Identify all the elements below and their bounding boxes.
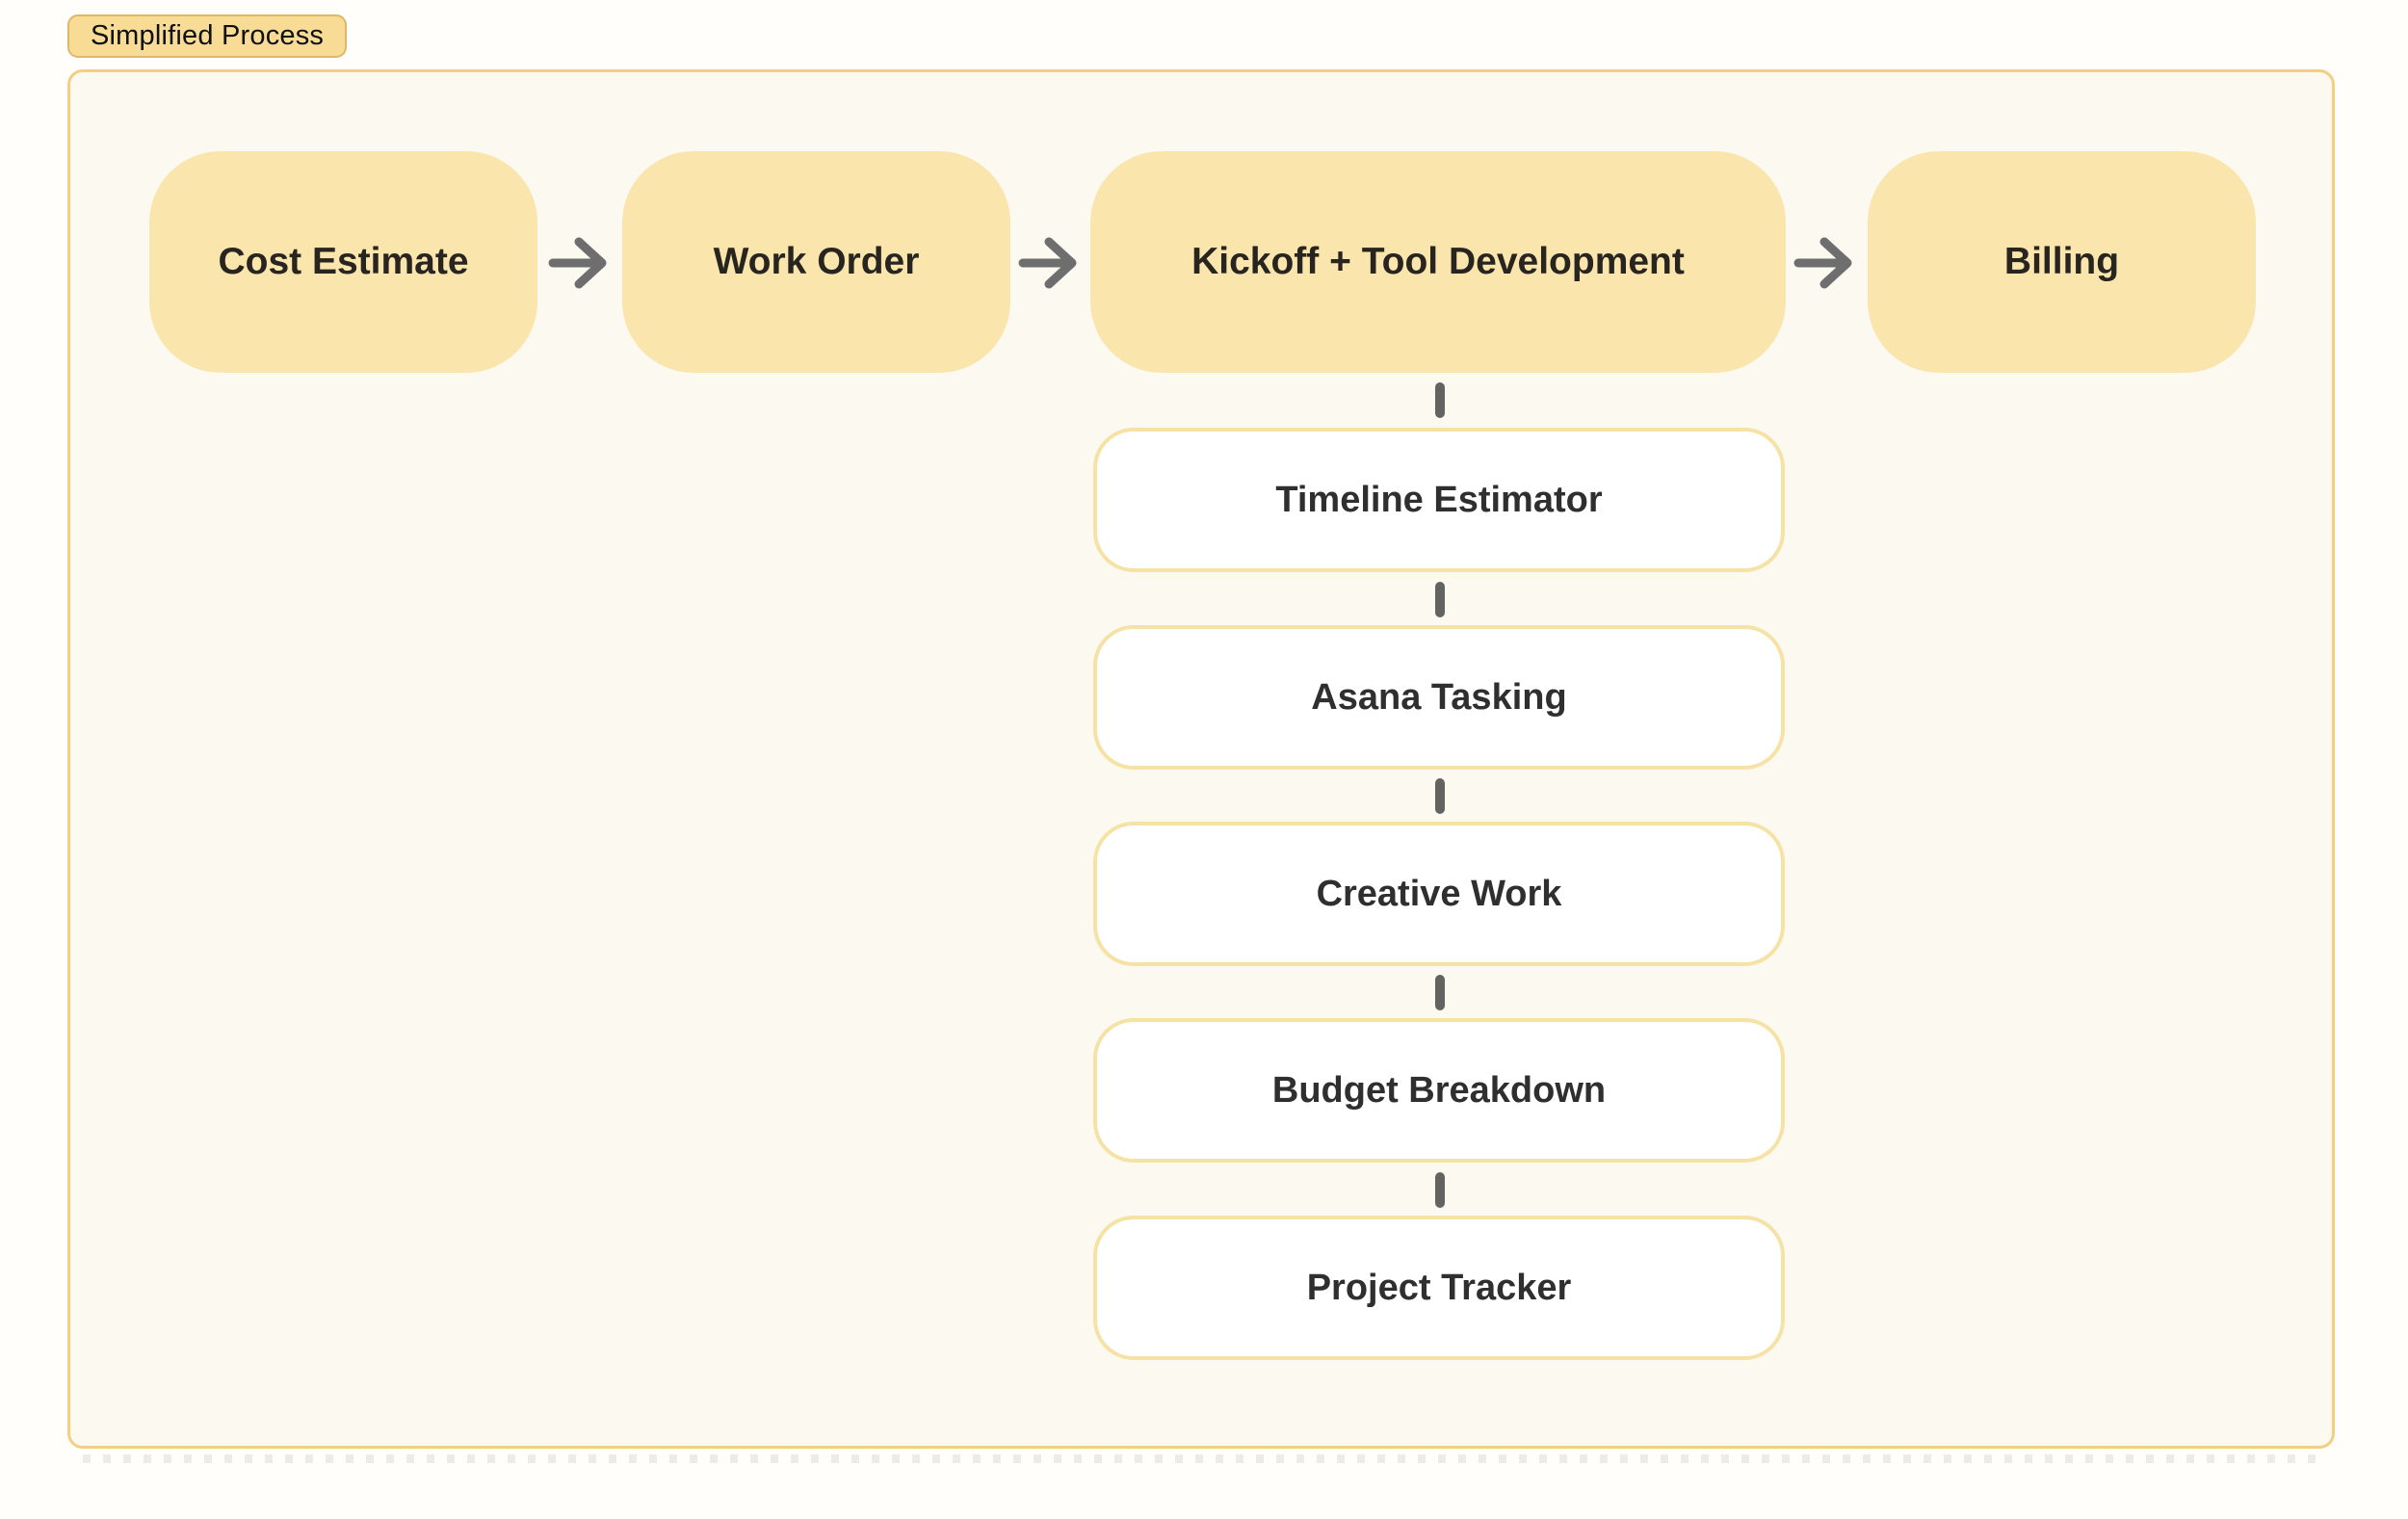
- stage-node-billing[interactable]: Billing: [1868, 151, 2256, 373]
- vertical-dash-connector[interactable]: [1435, 1172, 1445, 1208]
- flow-arrow-2[interactable]: [1018, 233, 1082, 293]
- substep-label: Asana Tasking: [1311, 676, 1567, 718]
- substep-label: Project Tracker: [1306, 1267, 1572, 1308]
- stage-label: Cost Estimate: [218, 241, 469, 282]
- stage-node-cost-estimate[interactable]: Cost Estimate: [149, 151, 537, 373]
- vertical-dash-connector[interactable]: [1435, 582, 1445, 617]
- substep-node-budget-breakdown[interactable]: Budget Breakdown: [1093, 1018, 1785, 1163]
- substep-node-creative-work[interactable]: Creative Work: [1093, 822, 1785, 966]
- substep-label: Creative Work: [1316, 873, 1562, 914]
- substep-node-asana-tasking[interactable]: Asana Tasking: [1093, 625, 1785, 770]
- stage-node-work-order[interactable]: Work Order: [622, 151, 1010, 373]
- substep-node-timeline-estimator[interactable]: Timeline Estimator: [1093, 428, 1785, 572]
- group-label-badge[interactable]: Simplified Process: [67, 14, 348, 58]
- vertical-dash-connector[interactable]: [1435, 382, 1445, 418]
- arrow-right-icon: [548, 237, 607, 289]
- substep-label: Timeline Estimator: [1275, 479, 1603, 520]
- stage-node-kickoff-tool-development[interactable]: Kickoff + Tool Development: [1090, 151, 1786, 373]
- stage-label: Billing: [2003, 241, 2120, 282]
- group-label-text: Simplified Process: [91, 20, 325, 51]
- arrow-right-icon: [1018, 237, 1077, 289]
- flow-arrow-1[interactable]: [548, 233, 612, 293]
- stage-label: Work Order: [713, 241, 920, 282]
- flow-arrow-3[interactable]: [1793, 233, 1857, 293]
- vertical-dash-connector[interactable]: [1435, 778, 1445, 814]
- stage-label: Kickoff + Tool Development: [1191, 241, 1685, 282]
- group-dotted-underline: [83, 1454, 2327, 1463]
- arrow-right-icon: [1793, 237, 1852, 289]
- substep-label: Budget Breakdown: [1271, 1069, 1607, 1111]
- substep-node-project-tracker[interactable]: Project Tracker: [1093, 1216, 1785, 1360]
- vertical-dash-connector[interactable]: [1435, 975, 1445, 1010]
